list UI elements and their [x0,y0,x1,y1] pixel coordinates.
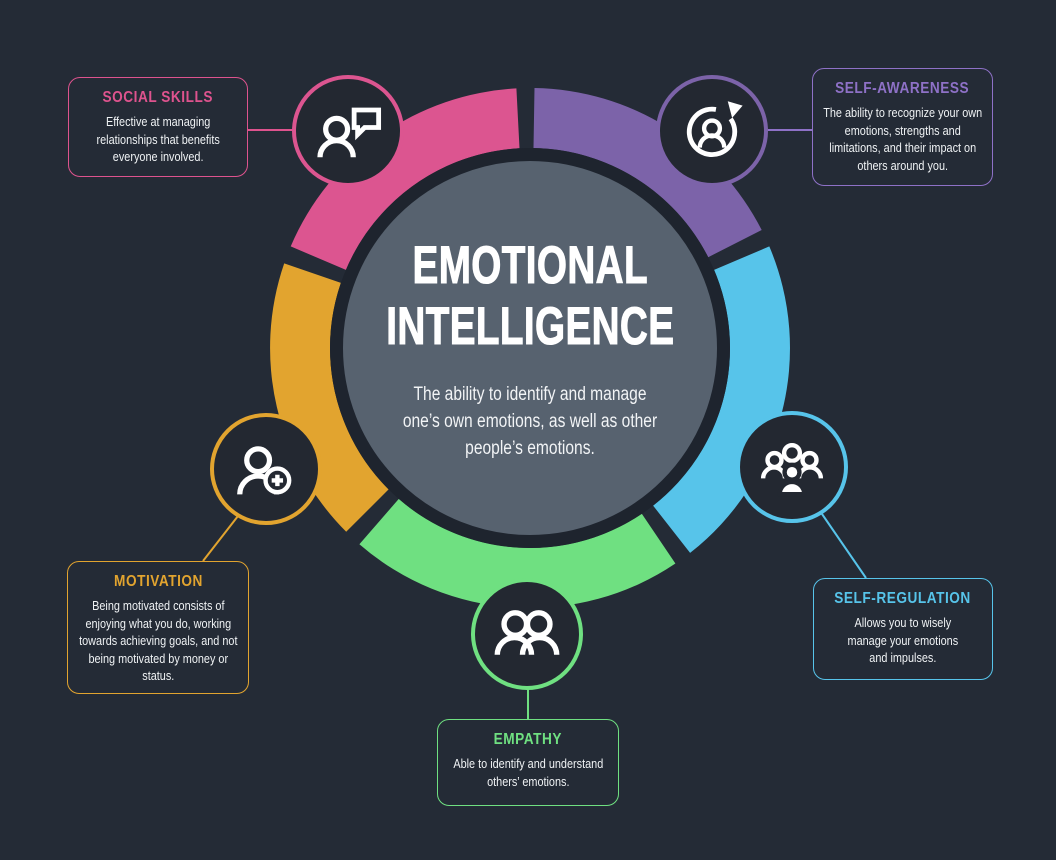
icon-circle-motivation [210,413,322,525]
card-description-motivation: Being motivated consists of enjoying wha… [78,599,238,683]
card-description-empathy: Able to identify and understand others’ … [453,757,603,789]
connector-motivation [202,515,239,562]
ring-segment-empathy [359,498,676,608]
card-self-awareness: SELF-AWARENESS The ability to recognize … [812,68,993,186]
card-title-empathy: EMPATHY [493,731,563,748]
center-title-line1: EMOTIONAL [412,235,648,295]
two-people-icon [494,610,560,655]
ring-segment-social-skills [290,88,520,270]
person-cycle-arrow-icon [686,101,743,158]
card-title-motivation: MOTIVATION [113,573,203,590]
center-text-block: EMOTIONAL INTELLIGENCE The ability to id… [330,148,730,548]
center-circle-shape [330,148,730,548]
card-description-social-skills: Effective at managing relationships that… [96,115,220,164]
icon-circle-self-regulation [736,411,848,523]
card-motivation: MOTIVATION Being motivated consists of e… [67,561,249,694]
center-subtitle: The ability to identify and manage one’s… [402,383,658,459]
person-speech-bubble-icon [317,107,382,158]
card-description-self-awareness: The ability to recognize your own emotio… [823,106,982,173]
people-group-icon [760,442,824,497]
card-self-regulation: SELF-REGULATION Allows you to wisely man… [813,578,993,680]
connector-self-regulation [821,513,867,579]
person-plus-icon [237,446,292,495]
card-title-social-skills: SOCIAL SKILLS [102,89,214,106]
card-social-skills: SOCIAL SKILLS Effective at managing rela… [68,77,248,177]
center-title-line2: INTELLIGENCE [385,296,675,356]
card-description-self-regulation: Allows you to wisely manage your emotion… [847,616,959,665]
card-title-self-regulation: SELF-REGULATION [834,590,972,607]
card-empathy: EMPATHY Able to identify and understand … [437,719,619,806]
icon-circle-social-skills [292,75,404,187]
icon-circle-self-awareness [656,75,768,187]
ring-segment-self-awareness [533,88,762,258]
icon-circle-empathy [471,578,583,690]
card-title-self-awareness: SELF-AWARENESS [835,80,970,97]
